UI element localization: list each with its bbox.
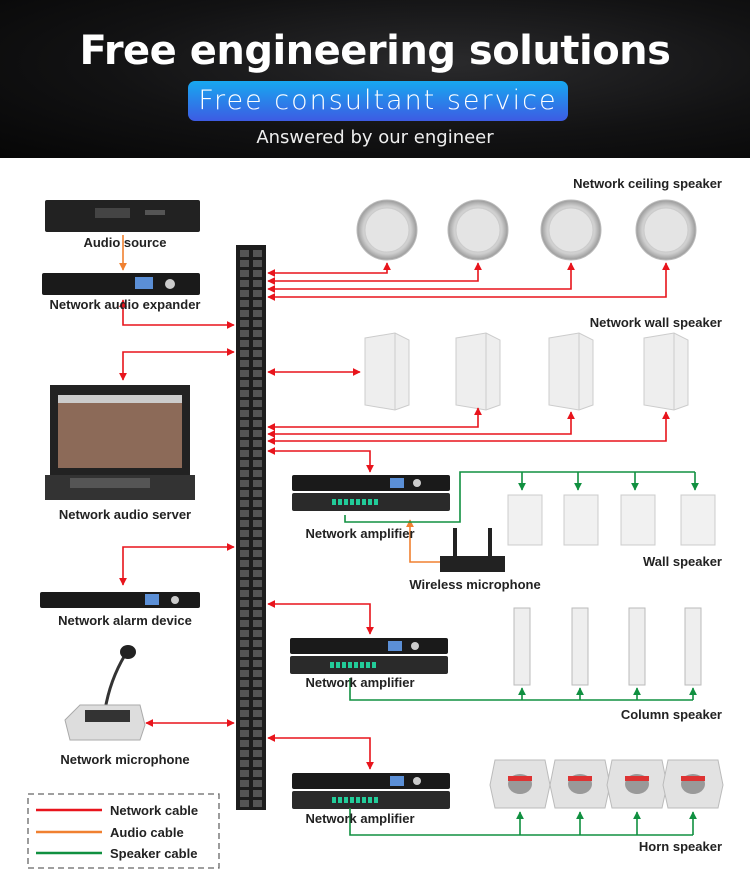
network-cable: [267, 411, 575, 438]
label-horn-speaker: Horn speaker: [639, 839, 722, 854]
network-amplifier: [292, 773, 450, 809]
network-wall-speaker: [455, 332, 501, 411]
label-wireless-microphone: Wireless microphone: [409, 577, 540, 592]
legend-label: Audio cable: [110, 825, 184, 840]
network-cable: [119, 543, 235, 586]
column-speaker: [571, 607, 589, 686]
label-audio-source: Audio source: [83, 235, 166, 250]
legend: Network cable Audio cable Speaker cable: [27, 793, 220, 869]
network-microphone: [64, 645, 146, 741]
label-network-wall-speaker: Network wall speaker: [590, 315, 722, 330]
ceiling-speaker: [447, 199, 509, 261]
network-cable: [267, 262, 575, 293]
label-network-alarm-device: Network alarm device: [58, 613, 192, 628]
network-cable: [267, 600, 374, 635]
ceiling-speaker: [540, 199, 602, 261]
network-cable: [119, 299, 235, 329]
network-cable: [267, 262, 670, 301]
horn-speaker: [489, 759, 551, 809]
network-cable: [119, 348, 235, 381]
wall-speaker: [507, 494, 543, 546]
wall-speaker: [680, 494, 716, 546]
network-cable: [267, 407, 482, 431]
horn-speaker: [549, 759, 611, 809]
consultant-button[interactable]: Free consultant service: [188, 81, 568, 121]
header-banner: Free engineering solutions Free consulta…: [0, 0, 750, 158]
banner-title: Free engineering solutions: [79, 28, 671, 74]
label-network-amplifier-3: Network amplifier: [305, 811, 414, 826]
ceiling-speaker: [356, 199, 418, 261]
network-audio-expander: [42, 273, 200, 295]
network-amplifier: [290, 638, 448, 674]
audio-source-device: [45, 200, 200, 232]
wall-speaker: [620, 494, 656, 546]
label-network-amplifier-2: Network amplifier: [305, 675, 414, 690]
network-cable: [267, 411, 670, 445]
column-speaker: [513, 607, 531, 686]
network-switch-rack: [236, 245, 266, 810]
label-network-microphone: Network microphone: [60, 752, 189, 767]
network-wall-speaker: [643, 332, 689, 411]
network-wall-speaker: [364, 332, 410, 411]
audio-cable: [406, 519, 440, 563]
network-wall-speaker: [548, 332, 594, 411]
label-network-ceiling-speaker: Network ceiling speaker: [573, 176, 722, 191]
network-cable: [267, 262, 391, 277]
speaker-cable: [349, 678, 693, 701]
legend-label: Speaker cable: [110, 846, 197, 861]
speaker-cable: [349, 808, 693, 836]
label-network-audio-expander: Network audio expander: [50, 297, 201, 312]
network-cable: [267, 447, 374, 473]
column-speaker: [684, 607, 702, 686]
network-cable: [267, 262, 482, 285]
speaker-cable: [344, 471, 695, 523]
horn-speaker: [662, 759, 724, 809]
label-network-amplifier-1: Network amplifier: [305, 526, 414, 541]
banner-subtitle: Answered by our engineer: [256, 127, 494, 148]
network-audio-server: [45, 385, 195, 500]
label-network-audio-server: Network audio server: [59, 507, 191, 522]
ceiling-speaker: [635, 199, 697, 261]
horn-speaker: [606, 759, 668, 809]
label-column-speaker: Column speaker: [621, 707, 722, 722]
network-alarm-device: [40, 592, 200, 608]
wireless-microphone-receiver: [440, 528, 505, 572]
legend-label: Network cable: [110, 803, 198, 818]
wall-speaker: [563, 494, 599, 546]
network-amplifier: [292, 475, 450, 511]
network-cable: [267, 734, 374, 770]
column-speaker: [628, 607, 646, 686]
label-wall-speaker: Wall speaker: [643, 554, 722, 569]
